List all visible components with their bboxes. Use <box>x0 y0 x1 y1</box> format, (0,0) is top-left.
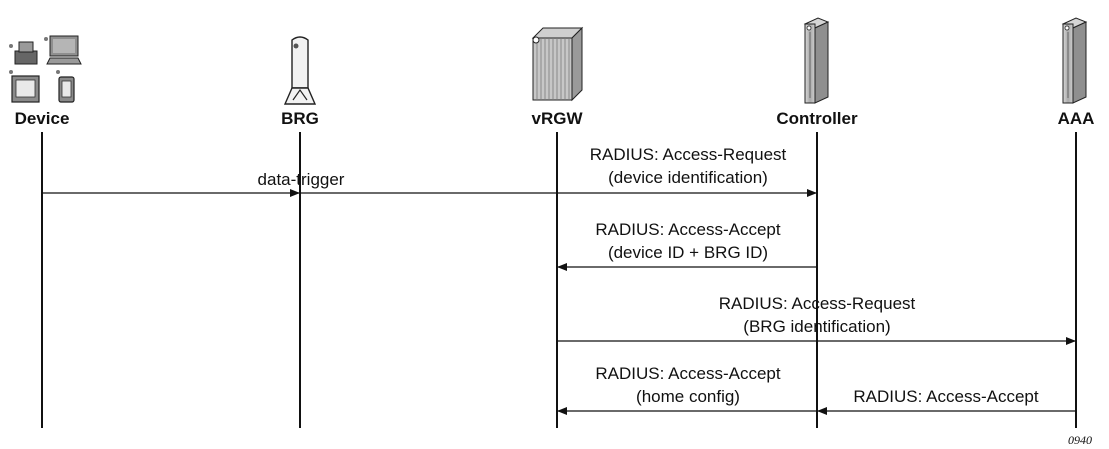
figure-id: 0940 <box>1068 433 1092 447</box>
actor-label-vrgw: vRGW <box>532 109 584 128</box>
message-label: (device identification) <box>608 168 768 187</box>
tower-server-icon <box>1061 17 1088 104</box>
actor-label-controller: Controller <box>776 109 858 128</box>
server-rack-icon <box>531 26 584 102</box>
message-access-request-brg: RADIUS: Access-Request (BRG identificati… <box>557 294 1076 345</box>
message-label: RADIUS: Access-Accept <box>595 220 780 239</box>
message-access-request-device: RADIUS: Access-Request (device identific… <box>590 145 787 187</box>
message-label: RADIUS: Access-Accept <box>595 364 780 383</box>
actor-label-brg: BRG <box>281 109 319 128</box>
message-access-accept-home: RADIUS: Access-Accept (home config) <box>557 364 817 415</box>
message-label: RADIUS: Access-Request <box>719 294 916 313</box>
message-access-accept-device: RADIUS: Access-Accept (device ID + BRG I… <box>557 220 817 271</box>
message-data-trigger: data-trigger <box>42 170 817 197</box>
router-icon <box>283 36 317 105</box>
device-group-icon <box>9 35 82 103</box>
message-label: RADIUS: Access-Request <box>590 145 787 164</box>
tower-server-icon <box>803 17 830 104</box>
message-label: (home config) <box>636 387 740 406</box>
message-label: (BRG identification) <box>743 317 890 336</box>
message-label: RADIUS: Access-Accept <box>853 387 1038 406</box>
message-label: data-trigger <box>258 170 345 189</box>
message-label: (device ID + BRG ID) <box>608 243 768 262</box>
message-access-accept-aaa: RADIUS: Access-Accept <box>817 387 1076 415</box>
actor-label-aaa: AAA <box>1058 109 1095 128</box>
actor-label-device: Device <box>15 109 70 128</box>
